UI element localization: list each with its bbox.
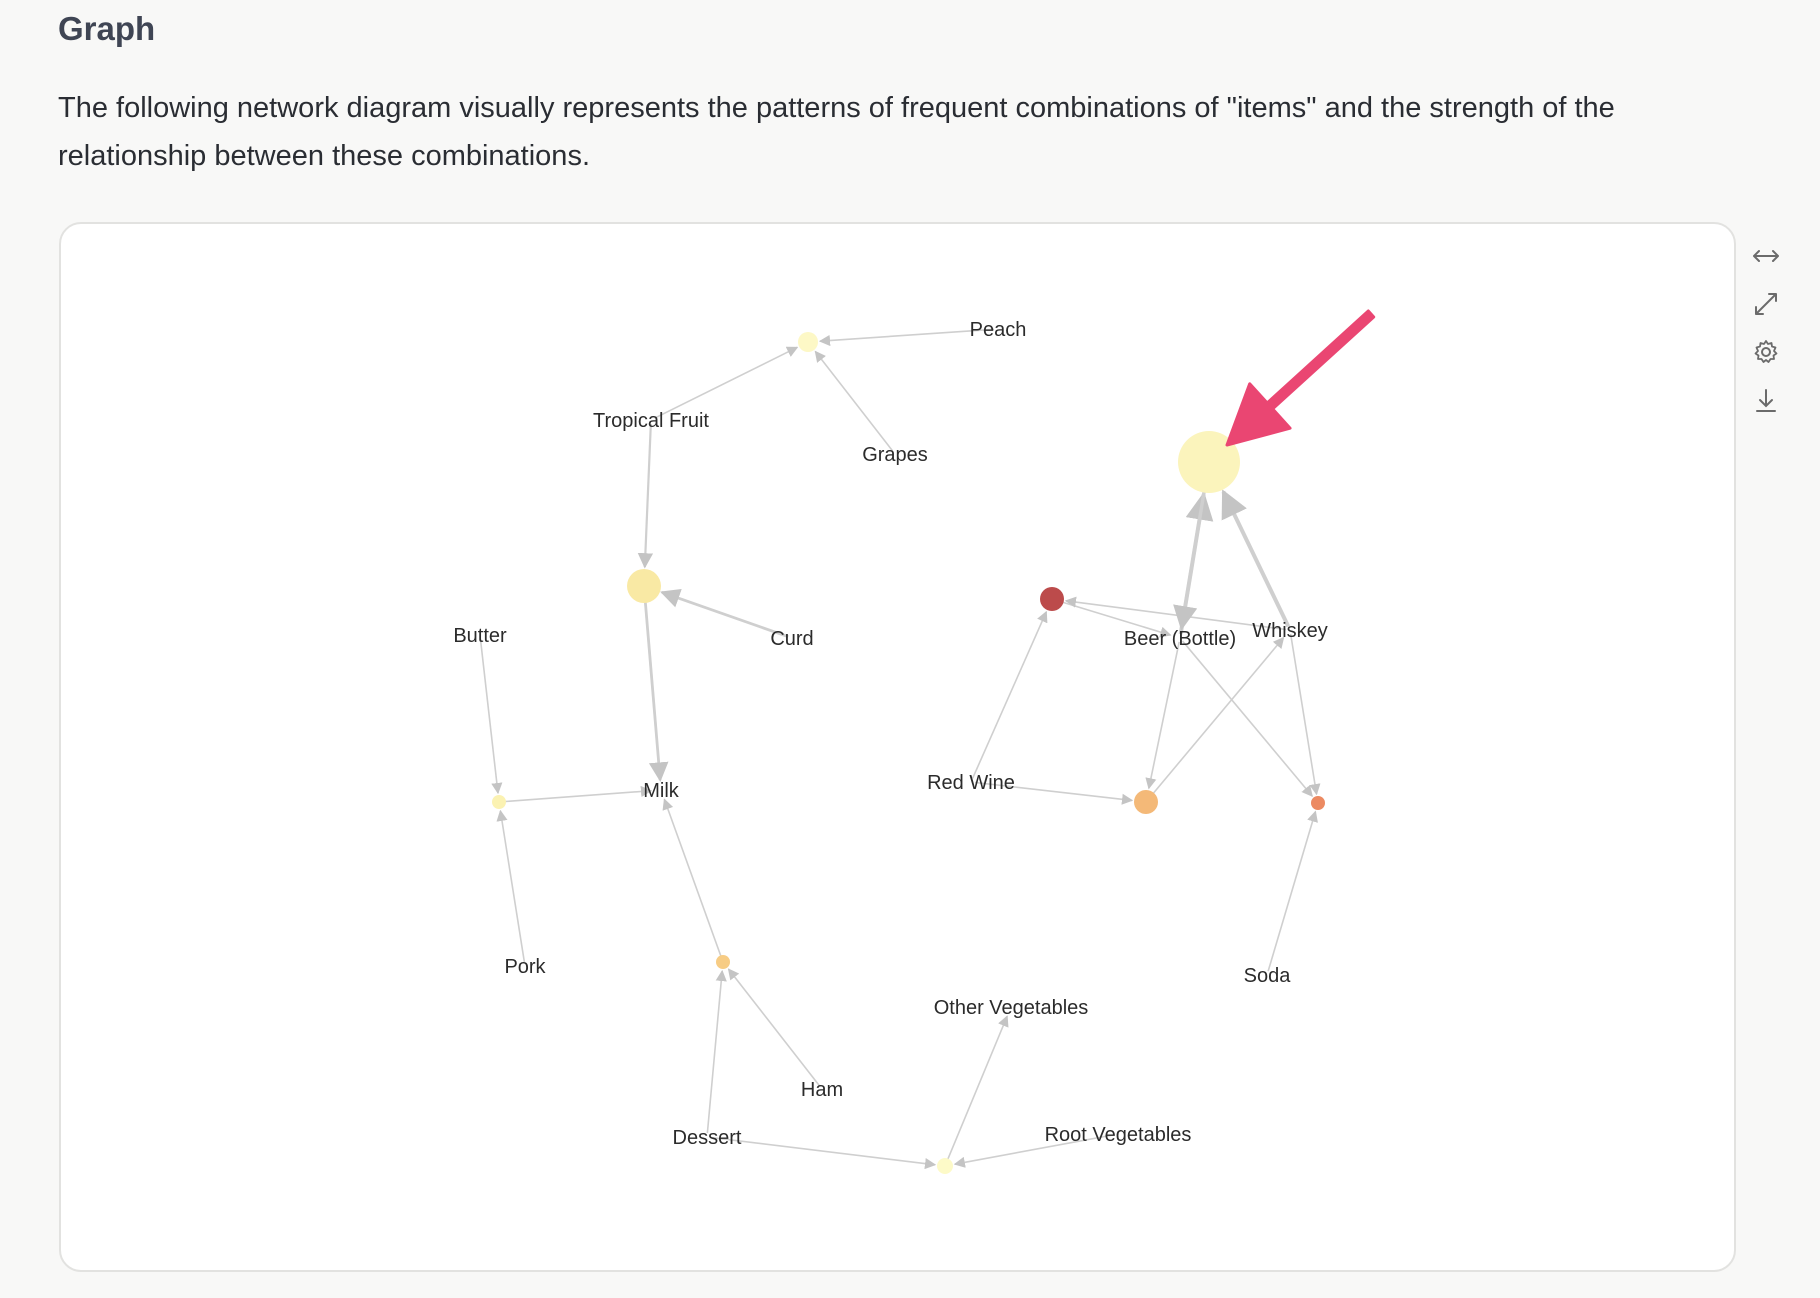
item-label-soda[interactable]: Soda (1244, 965, 1292, 987)
graph-edge (727, 968, 821, 1087)
graph-edge (637, 423, 654, 569)
rule-node[interactable] (937, 1158, 953, 1174)
item-label-grapes[interactable]: Grapes (862, 444, 928, 466)
download-icon (1756, 389, 1776, 412)
item-label-dessert[interactable]: Dessert (673, 1127, 742, 1149)
diagonal-expand-icon (1755, 293, 1777, 315)
graph-edge (1148, 636, 1285, 799)
rule-node[interactable] (492, 795, 506, 809)
graph-edge (974, 781, 1134, 805)
graph-edge (660, 588, 789, 638)
graph-edge (1289, 633, 1321, 796)
expand-button[interactable] (1748, 286, 1784, 322)
graph-edge (496, 809, 526, 963)
graph-edge (971, 610, 1048, 779)
rule-node[interactable] (1311, 796, 1325, 810)
nodes-layer (492, 332, 1325, 1174)
graph-edge (1145, 641, 1180, 790)
item-label-red-wine[interactable]: Red Wine (927, 772, 1015, 794)
rule-node[interactable] (716, 955, 730, 969)
rule-node[interactable] (798, 332, 818, 352)
rule-node[interactable] (627, 569, 661, 603)
graph-toolbar (1748, 238, 1784, 430)
item-label-ham[interactable]: Ham (801, 1079, 843, 1101)
settings-button[interactable] (1748, 334, 1784, 370)
item-label-pork[interactable]: Pork (504, 956, 546, 978)
rule-node[interactable] (1040, 587, 1064, 611)
graph-edge (706, 969, 727, 1134)
download-button[interactable] (1748, 382, 1784, 418)
graph-edge (662, 798, 723, 959)
item-label-other-vegetables[interactable]: Other Vegetables (934, 997, 1089, 1019)
graph-edge (1181, 640, 1313, 797)
graph-edge (502, 785, 653, 803)
item-label-root-vegetables[interactable]: Root Vegetables (1045, 1124, 1192, 1146)
page-title: Graph (58, 10, 156, 47)
graph-edge (1267, 810, 1318, 972)
graph-edge (953, 1133, 1115, 1168)
edges-layer (479, 328, 1321, 1170)
graph-edge (643, 593, 669, 782)
item-label-peach[interactable]: Peach (970, 319, 1027, 341)
graph-edge (814, 350, 894, 452)
graph-description: The following network diagram visually r… (58, 92, 1615, 172)
gear-icon (1754, 340, 1778, 363)
rule-node[interactable] (1178, 431, 1240, 493)
graph-edge (654, 346, 799, 419)
horizontal-arrows-icon (1753, 250, 1779, 262)
graph-edge (945, 1015, 1009, 1163)
graph-edge (710, 1136, 937, 1170)
item-label-butter[interactable]: Butter (453, 625, 507, 647)
item-label-curd[interactable]: Curd (770, 628, 813, 650)
graph-edge (479, 638, 503, 795)
item-label-milk[interactable]: Milk (643, 780, 680, 802)
item-label-beer-bottle[interactable]: Beer (Bottle) (1124, 628, 1236, 650)
fit-width-button[interactable] (1748, 238, 1784, 274)
graph-edge (818, 328, 995, 347)
item-label-tropical-fruit[interactable]: Tropical Fruit (593, 410, 709, 432)
rule-node[interactable] (1134, 790, 1158, 814)
graph-edge (1221, 489, 1291, 628)
item-label-whiskey[interactable]: Whiskey (1252, 620, 1328, 642)
graph-edge (1173, 474, 1209, 631)
